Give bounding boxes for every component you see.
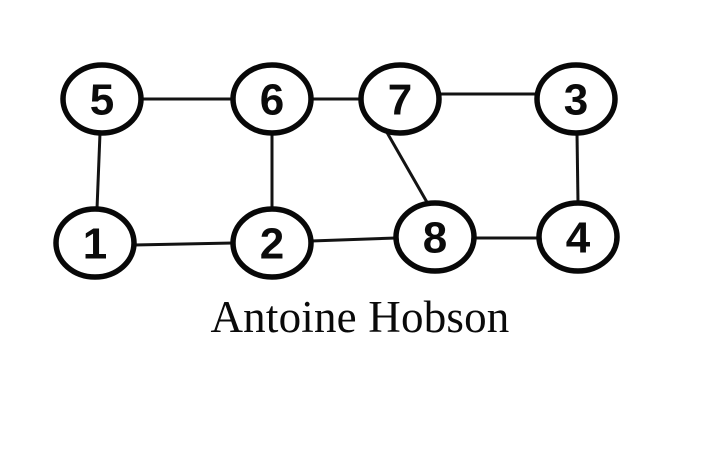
node-circle-8 xyxy=(393,200,477,274)
node-label-5: 5 xyxy=(90,76,114,125)
graph-node-8[interactable]: 8 xyxy=(393,200,477,274)
graph-edge-3-4 xyxy=(575,132,580,204)
node-circle-6 xyxy=(230,62,314,136)
node-circle-2 xyxy=(230,206,314,280)
graph-edge-1-2 xyxy=(133,241,234,247)
graph-node-5[interactable]: 5 xyxy=(60,62,144,136)
graph-node-6[interactable]: 6 xyxy=(230,62,314,136)
graph-node-2[interactable]: 2 xyxy=(230,206,314,280)
node-label-6: 6 xyxy=(260,76,284,125)
graph-edge-5-1 xyxy=(95,132,102,210)
node-circle-1 xyxy=(53,206,137,280)
graph-edge-7-8 xyxy=(383,128,430,205)
node-label-4: 4 xyxy=(566,214,591,263)
graph-node-4[interactable]: 4 xyxy=(536,200,620,274)
graph-edge-2-8 xyxy=(310,236,397,243)
node-label-8: 8 xyxy=(423,214,447,263)
node-circle-3 xyxy=(534,62,618,136)
graph-node-1[interactable]: 1 xyxy=(53,206,137,280)
graph-node-3[interactable]: 3 xyxy=(534,62,618,136)
node-circle-5 xyxy=(60,62,144,136)
node-label-1: 1 xyxy=(83,220,107,269)
edge-layer xyxy=(95,92,580,247)
node-circle-4 xyxy=(536,200,620,274)
node-label-7: 7 xyxy=(388,76,412,125)
node-label-3: 3 xyxy=(564,76,588,125)
figure-caption: Antoine Hobson xyxy=(210,292,510,342)
node-label-2: 2 xyxy=(260,220,284,269)
graph-node-7[interactable]: 7 xyxy=(358,62,442,136)
node-circle-7 xyxy=(358,62,442,136)
